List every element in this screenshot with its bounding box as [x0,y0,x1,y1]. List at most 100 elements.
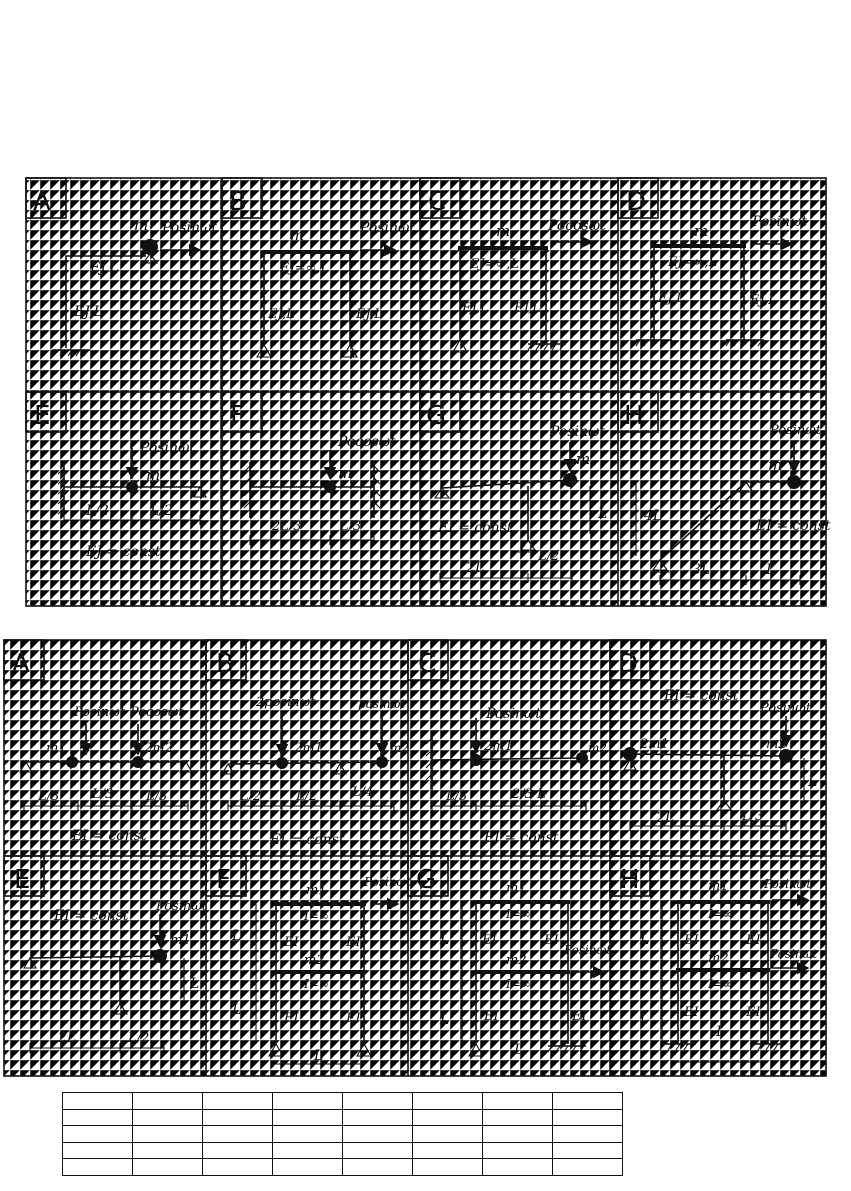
answer-cell[interactable] [482,1092,553,1110]
svg-text:G: G [426,401,446,431]
upper-panel-c: C m Pocosωt EJ=∞,L EJ,L EJ,L [419,177,606,353]
answer-cell[interactable] [552,1141,623,1159]
answer-cell[interactable] [202,1092,273,1110]
svg-text:EJ,L: EJ,L [513,301,541,316]
svg-text:L/3: L/3 [741,809,763,824]
svg-text:EI: EI [345,1011,361,1026]
svg-text:Posinωt: Posinωt [359,220,415,236]
svg-text:Posinωt: Posinωt [549,424,605,440]
answer-cell[interactable] [132,1125,203,1143]
svg-text:I=∞: I=∞ [505,907,531,921]
svg-text:EJ,L: EJ,L [749,293,777,308]
svg-text:I=∞: I=∞ [707,977,733,991]
svg-text:Pocosωt: Pocosωt [337,434,396,450]
answer-cell[interactable] [202,1108,273,1126]
answer-cell[interactable] [482,1158,553,1176]
svg-text:A: A [12,649,30,679]
svg-text:m2: m2 [506,953,527,968]
answer-cell[interactable] [552,1092,623,1110]
mass-dot [142,239,158,255]
svg-text:2/3 L: 2/3 L [511,787,546,802]
svg-text:2L: 2L [57,1030,76,1046]
svg-text:I=∞: I=∞ [303,977,329,991]
answer-cell[interactable] [62,1125,133,1143]
svg-text:EI = const: EI = const [53,908,129,924]
svg-text:Posinωt: Posinωt [139,440,195,456]
answer-cell[interactable] [342,1141,413,1159]
answer-cell[interactable] [552,1158,623,1176]
lower-panel-h: H Posinωt Posinωt m1 I=∞ m2 I=∞ EI EI EI… [609,855,817,1063]
svg-text:C: C [428,187,446,217]
svg-text:m: m [338,464,352,482]
svg-text:EJ=∞,L: EJ=∞,L [279,261,329,276]
answer-cell[interactable] [342,1158,413,1176]
svg-text:L: L [807,774,817,790]
svg-text:Posinωt: Posinωt [769,947,817,961]
svg-text:m: m [134,216,148,234]
svg-text:m2: m2 [304,953,325,968]
answer-cell[interactable] [62,1141,133,1159]
answer-cell[interactable] [272,1125,343,1143]
svg-text:L/2: L/2 [149,503,173,519]
answer-cell[interactable] [132,1158,203,1176]
svg-text:2L/3: 2L/3 [271,519,302,534]
svg-text:EJ,L: EJ,L [657,291,685,306]
answer-cell[interactable] [412,1108,483,1126]
svg-text:Posinωt: Posinωt [161,220,217,236]
svg-text:L/3: L/3 [445,789,467,804]
svg-text:L/2: L/2 [85,503,109,519]
answer-cell[interactable] [412,1125,483,1143]
answer-cell[interactable] [272,1141,343,1159]
svg-text:L: L [765,562,775,578]
svg-text:m1: m1 [306,883,327,898]
svg-text:EJ,L: EJ,L [267,307,295,322]
answer-cell[interactable] [62,1158,133,1176]
svg-text:2L: 2L [655,810,674,826]
svg-text:H: H [624,401,644,431]
answer-cell[interactable] [482,1125,553,1143]
answer-cell[interactable] [482,1108,553,1126]
answer-cell[interactable] [202,1141,273,1159]
svg-text:m: m [576,450,590,468]
svg-text:m: m [768,456,782,474]
answer-cell[interactable] [412,1141,483,1159]
answer-cell[interactable] [552,1108,623,1126]
answer-cell[interactable] [132,1108,203,1126]
svg-text:EI: EI [683,933,699,948]
svg-text:Posinωt: Posinωt [751,214,807,230]
answer-cell[interactable] [132,1141,203,1159]
answer-cell[interactable] [342,1125,413,1143]
svg-text:4L: 4L [643,508,662,524]
answer-cell[interactable] [132,1092,203,1110]
svg-text:L: L [715,1024,725,1040]
upper-panel-b: B m Posinωt EJ=∞,L EJ,L EJ,L [221,177,415,358]
svg-text:L: L [231,928,241,944]
svg-text:posinωt: posinωt [358,697,405,711]
answer-cell[interactable] [272,1158,343,1176]
svg-text:L: L [231,1002,241,1018]
answer-cell[interactable] [202,1158,273,1176]
answer-cell[interactable] [272,1092,343,1110]
answer-cell[interactable] [482,1141,553,1159]
svg-text:EI: EI [483,1009,499,1024]
answer-cell[interactable] [62,1092,133,1110]
svg-text:EI: EI [481,933,497,948]
answer-cell[interactable] [342,1092,413,1110]
answer-cell[interactable] [342,1108,413,1126]
answer-cell[interactable] [272,1108,343,1126]
svg-text:EJ=∞,L: EJ=∞,L [469,257,519,272]
svg-text:L: L [439,932,449,948]
svg-text:EJ,L: EJ,L [73,304,103,320]
svg-text:m1: m1 [46,741,67,756]
answer-cell[interactable] [62,1108,133,1126]
answer-cell[interactable] [552,1125,623,1143]
svg-text:m1: m1 [708,879,729,894]
lower-panel-d: D EI = const Posinωt 2m1 m2 L 2L L/3 [609,639,817,831]
answer-cell[interactable] [202,1125,273,1143]
svg-text:D: D [618,649,638,679]
svg-text:m: m [290,226,304,244]
svg-text:L/2: L/2 [239,789,261,804]
answer-cell[interactable] [412,1158,483,1176]
answer-cell[interactable] [412,1092,483,1110]
answer-row [62,1108,623,1126]
